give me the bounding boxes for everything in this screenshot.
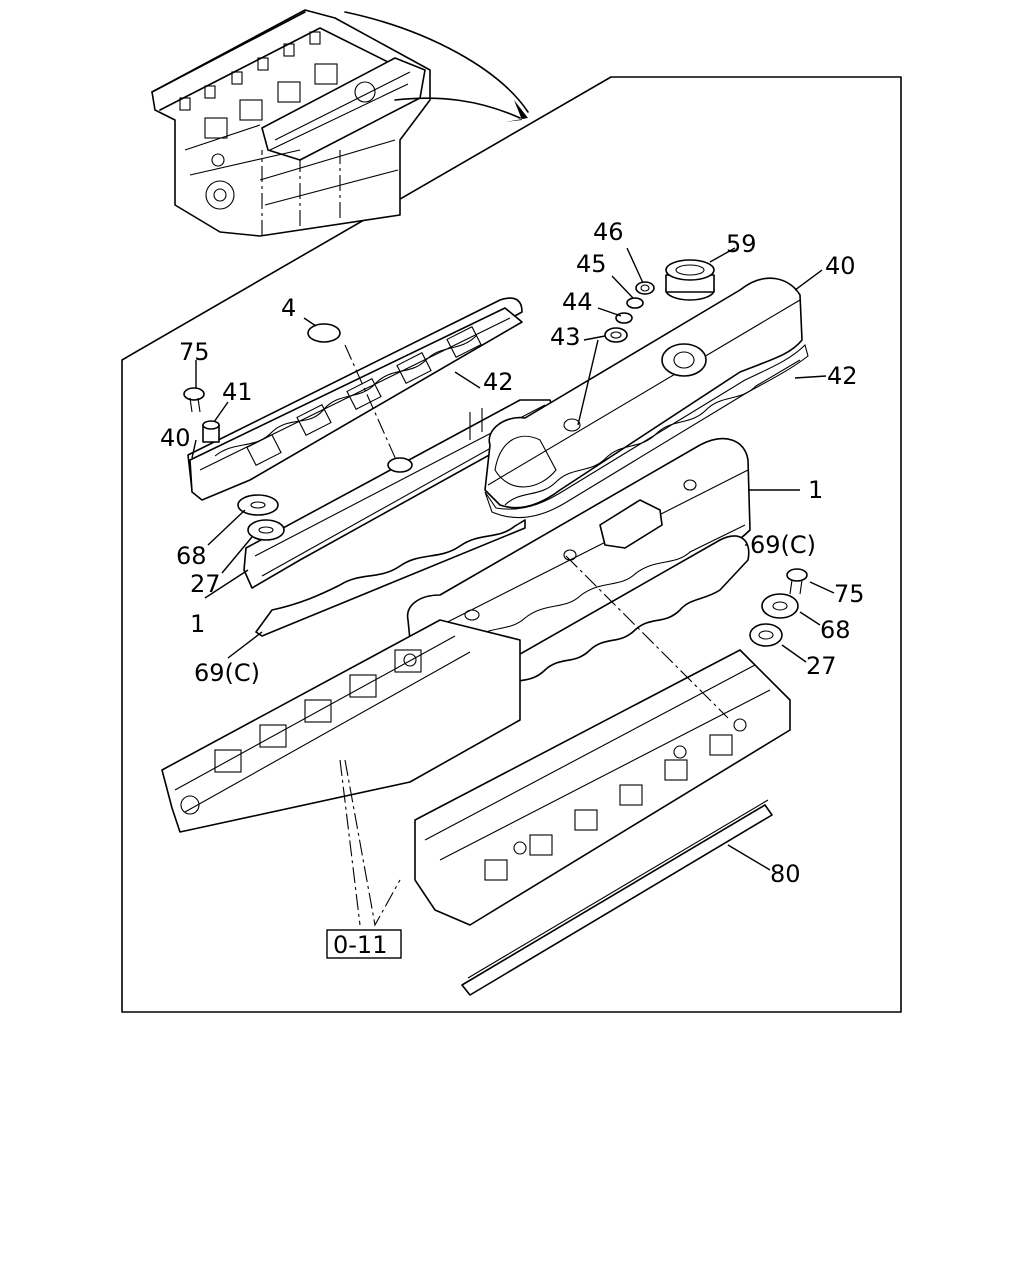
washer-68-left (237, 494, 279, 516)
stud-41 (202, 420, 220, 443)
grommet-4 (307, 323, 341, 343)
bolt-75-right (786, 568, 808, 595)
label-27-right: 27 (806, 652, 837, 680)
washer-68-right (761, 593, 799, 619)
gasket-right (484, 343, 809, 518)
cylinder-head-left (161, 619, 521, 833)
label-1-left: 1 (190, 610, 205, 638)
reference-box: 0-11 (326, 929, 402, 959)
reference-text: 0-11 (333, 931, 387, 959)
label-40-left: 40 (160, 424, 191, 452)
leader-lines (191, 247, 835, 871)
label-42-right: 42 (827, 362, 858, 390)
centerline-right (565, 555, 729, 719)
engine-thumbnail (151, 9, 529, 237)
label-4: 4 (281, 294, 296, 322)
label-45: 45 (576, 250, 607, 278)
valve-cover-right (484, 277, 803, 509)
label-46: 46 (593, 218, 624, 246)
label-44: 44 (562, 288, 593, 316)
label-68-left: 68 (176, 542, 207, 570)
label-75-right: 75 (834, 580, 865, 608)
label-40-right: 40 (825, 252, 856, 280)
label-80: 80 (770, 860, 801, 888)
diagram-frame (121, 76, 902, 1013)
label-69c-right: 69(C) (750, 531, 816, 559)
bolt-75-left (183, 387, 205, 413)
washer-45 (626, 297, 644, 309)
oil-filler-cap-59 (665, 259, 715, 301)
rocker-cover-left (243, 399, 557, 589)
nut-46 (635, 281, 655, 295)
centerline-left (344, 344, 398, 463)
label-27-left: 27 (190, 570, 221, 598)
centerline-head-b (344, 759, 401, 927)
manifold-gasket (461, 804, 773, 996)
label-75-left: 75 (179, 338, 210, 366)
label-59: 59 (726, 230, 757, 258)
washer-27-right (749, 623, 783, 647)
label-1-right: 1 (808, 476, 823, 504)
label-43: 43 (550, 323, 581, 351)
washer-27-left (247, 519, 285, 541)
cylinder-head-right (414, 649, 791, 926)
label-69c-left: 69(C) (194, 659, 260, 687)
centerline-head-a (339, 759, 361, 926)
gasket-left (255, 519, 526, 637)
valve-cover-left (187, 297, 523, 501)
label-68-right: 68 (820, 616, 851, 644)
label-42-left: 42 (483, 368, 514, 396)
seal-43 (604, 327, 628, 343)
label-41: 41 (222, 378, 253, 406)
